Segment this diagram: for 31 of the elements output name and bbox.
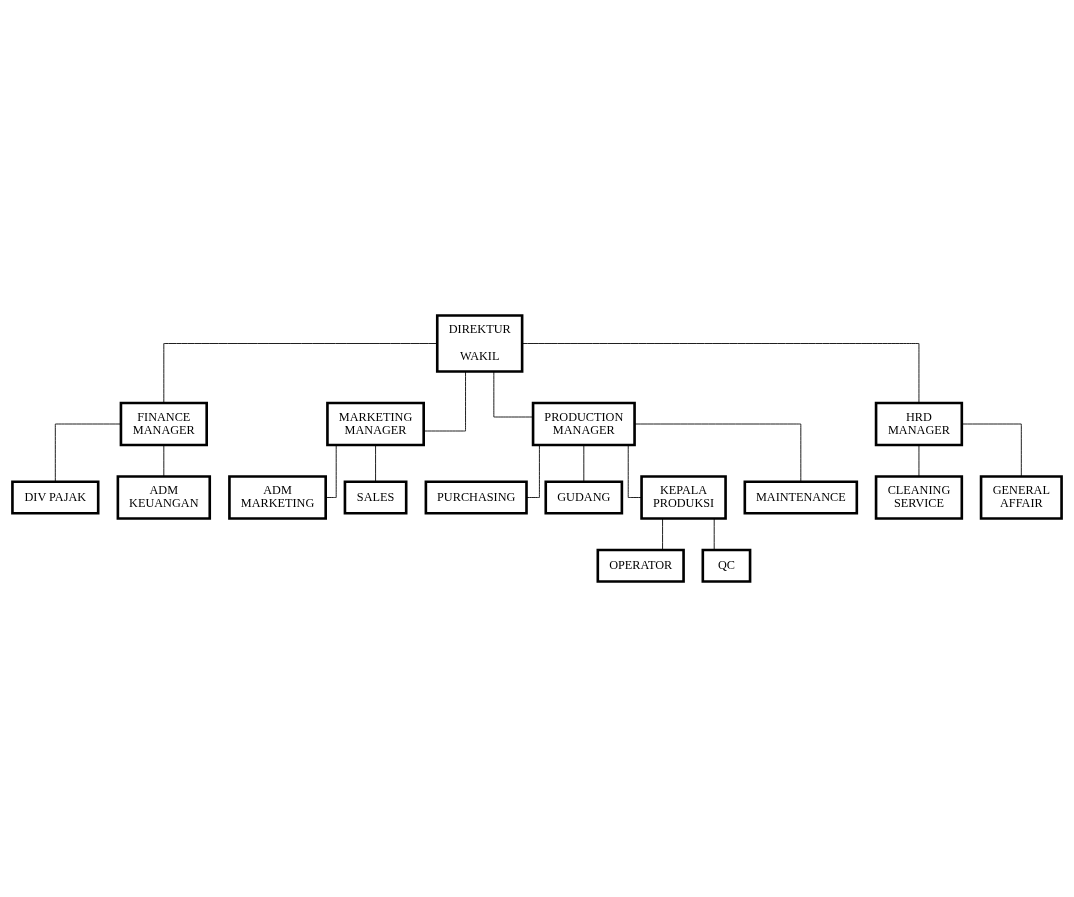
node-box: PURCHASING	[424, 480, 528, 515]
connector	[54, 423, 122, 482]
connector	[493, 371, 534, 418]
node-box: QC	[701, 548, 752, 583]
connector	[325, 444, 337, 498]
connector	[583, 444, 585, 483]
node-box: CLEANING SERVICE	[874, 475, 964, 520]
node-box: FINANCE MANAGER	[119, 401, 208, 447]
node-box: MARKETING MANAGER	[326, 401, 425, 447]
connector	[634, 423, 802, 482]
node-box: MAINTENANCE	[743, 480, 859, 515]
connector	[163, 444, 165, 477]
node-box: SALES	[343, 480, 408, 515]
node-box: GUDANG	[544, 480, 624, 515]
connector	[662, 518, 663, 551]
node-box: KEPALA PRODUKSI	[640, 475, 727, 520]
node-box: GENERAL AFFAIR	[979, 475, 1063, 520]
node-box: ADM KEUANGAN	[116, 475, 212, 520]
connector	[918, 444, 920, 477]
node-box: DIREKTUR WAKIL	[435, 314, 524, 373]
connector	[423, 371, 466, 432]
connector	[521, 343, 920, 404]
connector	[163, 343, 438, 404]
node-box: HRD MANAGER	[874, 401, 964, 447]
connector	[713, 518, 715, 551]
node-box: DIV PAJAK	[11, 480, 100, 515]
connector	[961, 423, 1022, 477]
node-box: ADM MARKETING	[228, 475, 327, 520]
node-box: OPERATOR	[596, 548, 685, 583]
node-box: PRODUCTION MANAGER	[531, 401, 636, 447]
connector	[375, 444, 376, 483]
